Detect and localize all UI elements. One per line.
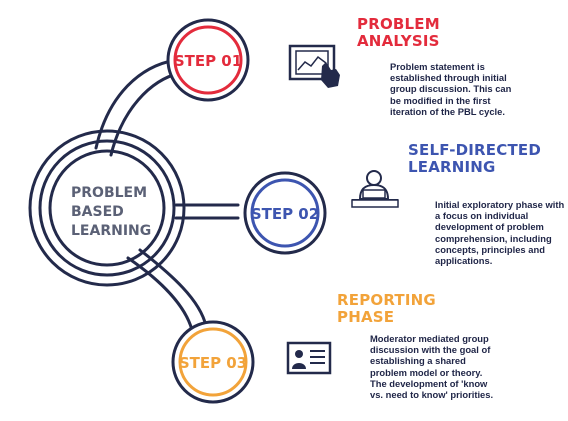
step-03-title-line2: PHASE xyxy=(337,308,395,326)
step-01-title-line2: ANALYSIS xyxy=(357,32,440,50)
step-03-description: Moderator mediated group discussion with… xyxy=(370,333,494,401)
step-02-title-line2: LEARNING xyxy=(408,158,496,176)
step-03-label: STEP 03 xyxy=(179,354,247,372)
step-03-ring-inner xyxy=(178,327,248,397)
step-02-description: Initial exploratory phase with a focus o… xyxy=(435,199,565,267)
step-02-node xyxy=(243,171,327,255)
step-01-description: Problem statement is established through… xyxy=(390,61,512,117)
center-ring-inner xyxy=(48,149,166,267)
center-label-line3: LEARNING xyxy=(71,223,151,239)
step-01-node xyxy=(166,18,250,102)
step-02-label: STEP 02 xyxy=(251,205,319,223)
center-ring-outer xyxy=(28,129,186,287)
step-01-ring-inner xyxy=(173,25,243,95)
step-02-ring-inner xyxy=(250,178,320,248)
center-label: PROBLEM BASED LEARNING xyxy=(71,185,151,239)
step-03-node xyxy=(171,320,255,404)
step-01-title-line1: PROBLEM xyxy=(357,15,440,33)
center-label-line2: BASED xyxy=(71,204,124,220)
center-hub xyxy=(28,129,186,287)
person-at-desk-icon xyxy=(351,170,399,208)
step-02-title-line1: SELF-DIRECTED xyxy=(408,141,541,159)
step-03-title-line1: REPORTING xyxy=(337,291,436,309)
step-01-label: STEP 01 xyxy=(174,52,242,70)
touch-screen-icon xyxy=(288,44,340,88)
connector-step-03 xyxy=(126,256,194,332)
center-ring-middle xyxy=(38,139,176,277)
center-label-line1: PROBLEM xyxy=(71,185,147,201)
id-card-icon xyxy=(286,341,332,375)
